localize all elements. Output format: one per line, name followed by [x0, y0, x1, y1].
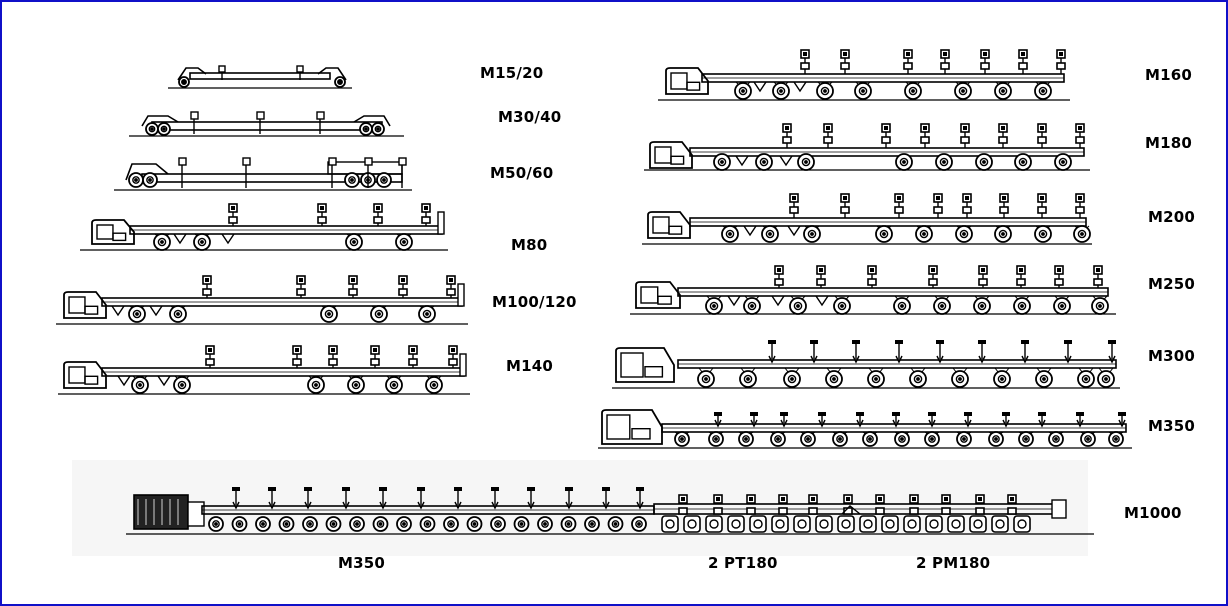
label-m15: M15/20: [480, 64, 544, 82]
label-m160: M160: [1145, 66, 1193, 84]
label-m200: M200: [1148, 208, 1196, 226]
trailer-m200: [642, 193, 1092, 245]
trailer-m50-60: [114, 157, 412, 191]
trailer-m250: [630, 265, 1116, 315]
label-m300: M300: [1148, 347, 1196, 365]
label-m50: M50/60: [490, 164, 554, 182]
trailer-m160: [658, 49, 1070, 101]
label-m80: M80: [511, 236, 548, 254]
label-m350: M350: [1148, 417, 1196, 435]
trailer-m80: [80, 203, 448, 251]
label-m180: M180: [1145, 134, 1193, 152]
label-m1000: M1000: [1124, 504, 1182, 522]
label-2pt180: 2 PT180: [708, 554, 778, 572]
label-m100: M100/120: [492, 293, 577, 311]
label-2pm180: 2 PM180: [916, 554, 991, 572]
label-m250: M250: [1148, 275, 1196, 293]
trailer-m30-40: [129, 111, 404, 137]
label-m350-part: M350: [338, 554, 386, 572]
trailer-m100: [56, 275, 468, 325]
trailer-m350: [598, 409, 1132, 449]
trailer-m300: [612, 340, 1120, 389]
trailer-m140: [58, 345, 470, 395]
label-m140: M140: [506, 357, 554, 375]
label-m30: M30/40: [498, 108, 562, 126]
trailer-m180: [644, 123, 1090, 171]
trailer-m1000-combo: [126, 487, 1094, 535]
trailer-m15-20: [168, 65, 352, 89]
